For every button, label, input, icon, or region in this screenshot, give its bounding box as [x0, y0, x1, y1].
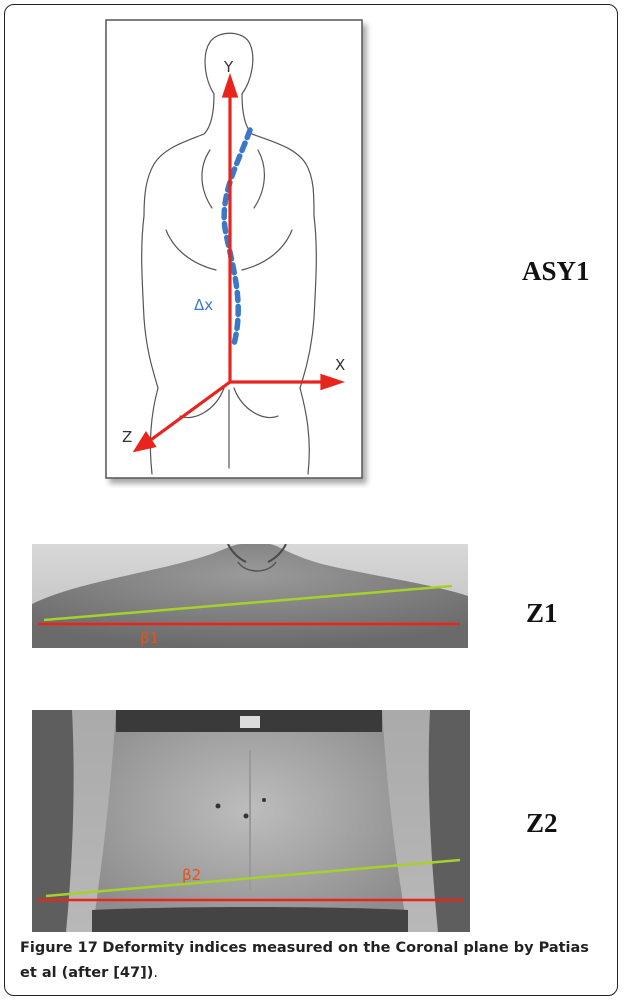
panel-label-z1: Z1 [526, 598, 558, 629]
figure-title: Deformity indices measured on the Corona… [20, 940, 589, 981]
panel-label-asy1: ASY1 [522, 256, 590, 287]
shoulders-photo: β1 [32, 544, 468, 648]
lower-back-photo: β2 [32, 710, 470, 932]
axis-z-label: Z [122, 428, 132, 446]
delta-x-label: Δx [194, 296, 213, 314]
figure-caption: Figure 17 Deformity indices measured on … [20, 936, 610, 986]
axis-x-label: X [335, 356, 345, 374]
back-axes-diagram: Y X Z Δx [100, 18, 376, 488]
panel-label-z2: Z2 [526, 808, 558, 839]
beta1-label: β1 [140, 629, 159, 647]
axis-y-label: Y [223, 58, 234, 76]
beta2-label: β2 [182, 866, 201, 884]
figure-number: Figure 17 [20, 940, 98, 956]
caption-end: . [153, 965, 158, 981]
